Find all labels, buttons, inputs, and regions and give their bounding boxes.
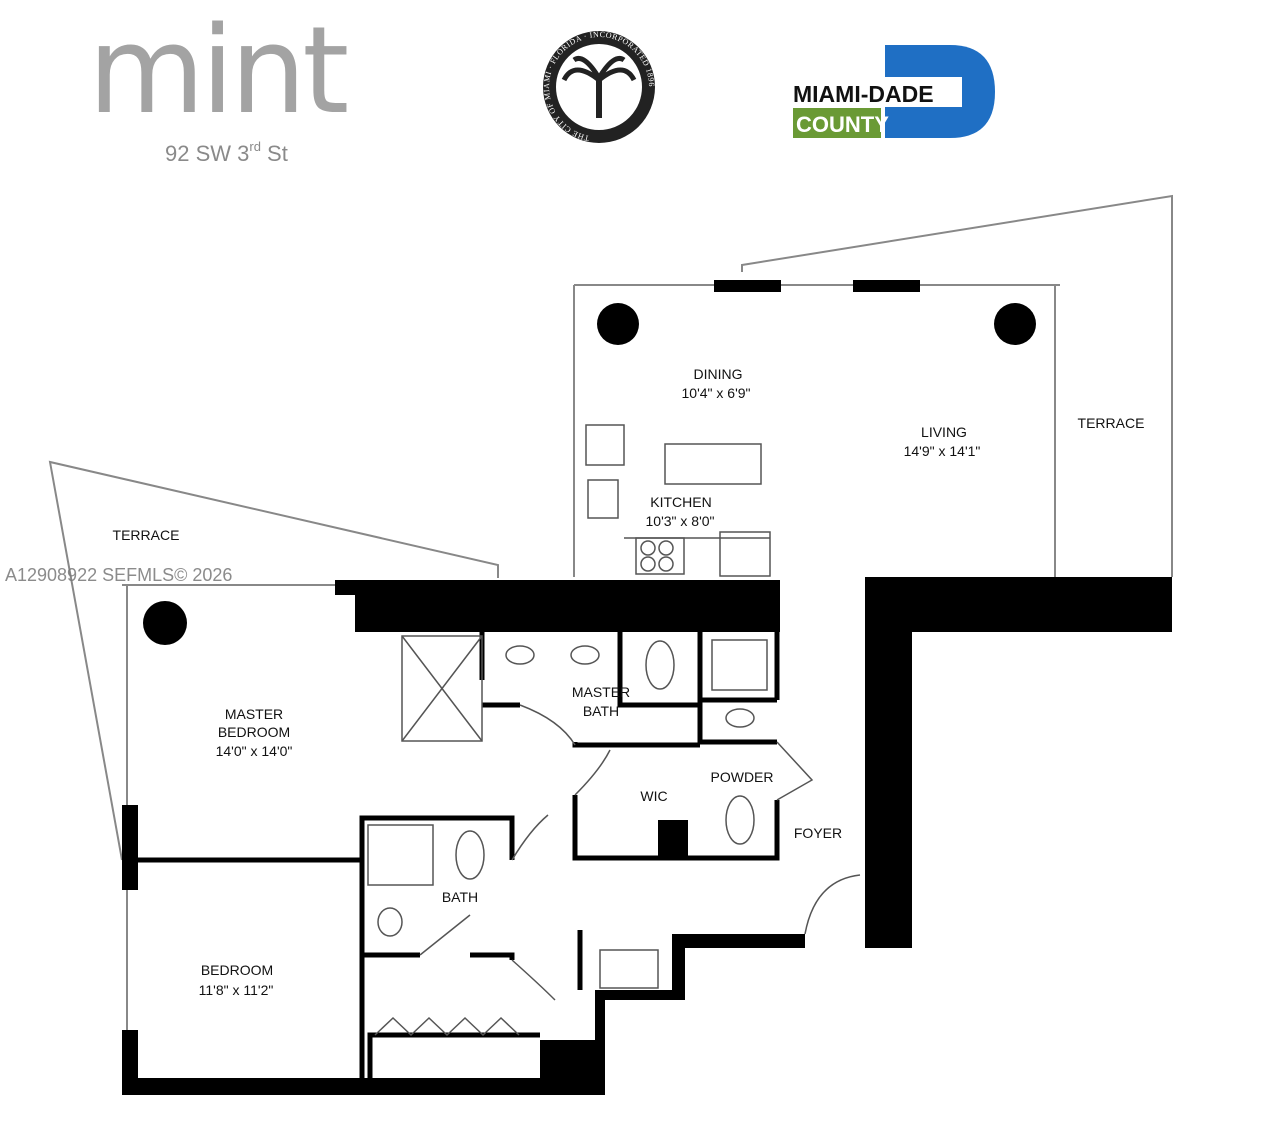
room-labels: DINING 10'4" x 6'9" LIVING 14'9" x 14'1"… — [113, 366, 1145, 998]
room-dining-name: DINING — [694, 366, 743, 382]
room-master-bath-name2: BATH — [583, 703, 619, 719]
room-dining-size: 10'4" x 6'9" — [682, 385, 751, 401]
room-foyer: FOYER — [794, 825, 842, 841]
svg-text:COUNTY: COUNTY — [796, 112, 889, 137]
windows — [714, 280, 920, 292]
miami-dade-county-logo: MIAMI-DADE COUNTY — [790, 45, 995, 138]
fixtures — [367, 424, 861, 1037]
room-bedroom-name: BEDROOM — [201, 962, 273, 978]
walls — [122, 577, 1172, 1095]
room-bath: BATH — [442, 889, 478, 905]
room-master-bedroom-name2: BEDROOM — [218, 724, 290, 740]
room-wic: WIC — [640, 788, 667, 804]
room-terrace-east: TERRACE — [1078, 415, 1145, 431]
svg-text:mint: mint — [88, 2, 347, 141]
city-of-miami-seal: THE CITY OF MIAMI · FLORIDA · INCORPORAT… — [542, 30, 656, 143]
room-powder: POWDER — [711, 769, 774, 785]
svg-text:MIAMI-DADE: MIAMI-DADE — [793, 81, 934, 107]
room-master-bath-name: MASTER — [572, 684, 630, 700]
room-master-bedroom-name: MASTER — [225, 706, 283, 722]
mint-logo: mint — [88, 2, 351, 141]
columns — [143, 303, 1036, 645]
watermark: A12908922 SEFMLS© 2026 — [5, 565, 232, 585]
room-living-size: 14'9" x 14'1" — [904, 443, 981, 459]
address: 92 SW 3rd St — [165, 139, 288, 166]
room-kitchen-size: 10'3" x 8'0" — [646, 513, 715, 529]
room-master-bedroom-size: 14'0" x 14'0" — [216, 743, 293, 759]
room-terrace-west: TERRACE — [113, 527, 180, 543]
room-bedroom-size: 11'8" x 11'2" — [199, 982, 274, 998]
room-kitchen-name: KITCHEN — [650, 494, 711, 510]
room-living-name: LIVING — [921, 424, 967, 440]
